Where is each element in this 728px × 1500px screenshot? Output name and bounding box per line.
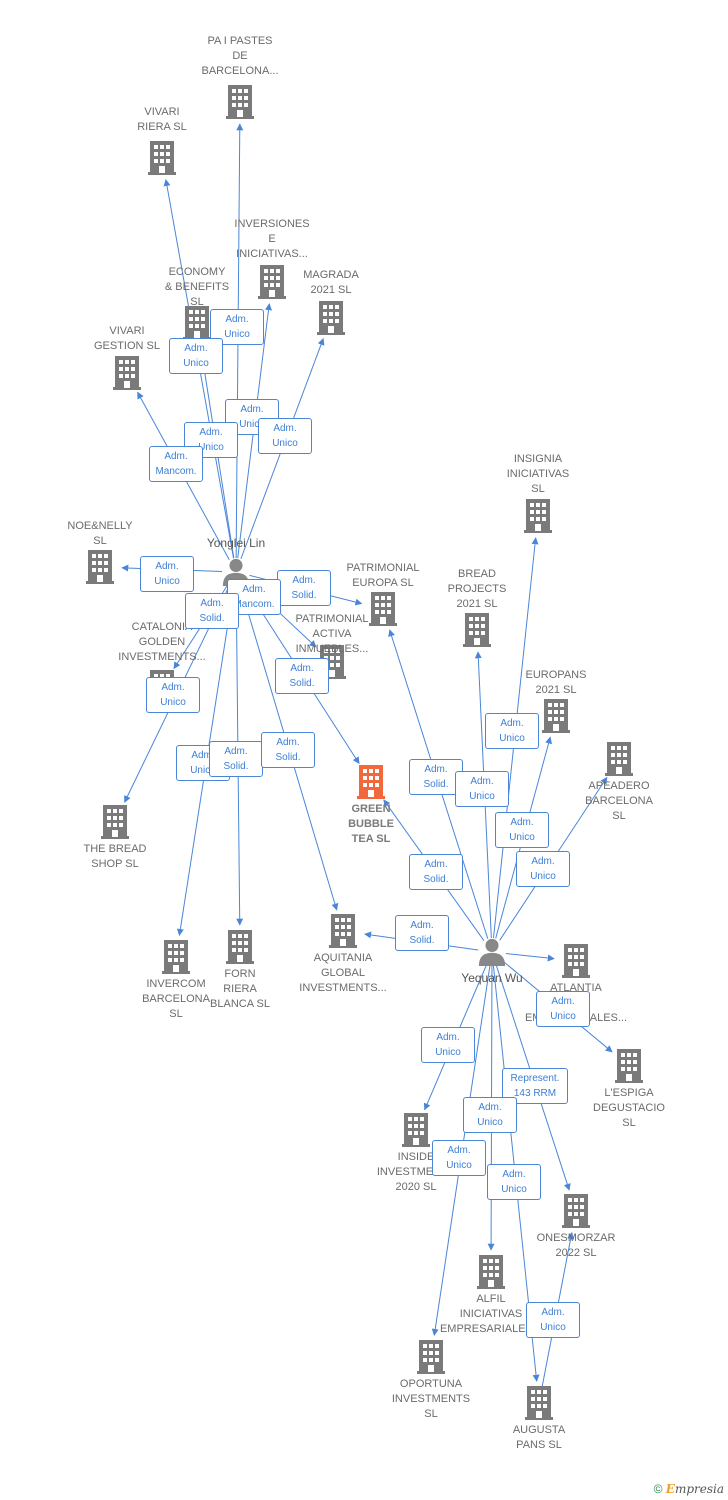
relation-label[interactable]: Adm. Solid. [275, 658, 329, 694]
relation-label[interactable]: Adm. Unico [536, 991, 590, 1027]
company-label-alfil[interactable]: ALFIL INICIATIVAS EMPRESARIALES... [439, 1293, 543, 1335]
company-label-insignia[interactable]: INSIGNIA INICIATIVAS SL [506, 453, 570, 495]
company-label-aquitania[interactable]: AQUITANIA GLOBAL INVESTMENTS... [299, 952, 387, 994]
company-label-patrimonial-activa[interactable]: PATRIMONIAL ACTIVA INMUEBLES... [295, 613, 369, 655]
company-label-oportuna[interactable]: OPORTUNA INVESTMENTS SL [391, 1378, 471, 1420]
person-label-yequan[interactable]: Yequan Wu [461, 971, 523, 985]
relation-label[interactable]: Adm. Unico [258, 418, 312, 454]
relation-label[interactable]: Adm. Solid. [185, 593, 239, 629]
building-icon[interactable] [402, 1113, 430, 1147]
relation-label[interactable]: Adm. Solid. [261, 732, 315, 768]
building-icon[interactable] [562, 944, 590, 978]
building-icon[interactable] [86, 550, 114, 584]
building-icon[interactable] [477, 1255, 505, 1289]
relation-label[interactable]: Adm. Solid. [409, 759, 463, 795]
brand-logo: Empresia [665, 1482, 724, 1496]
relation-label[interactable]: Adm. Unico [421, 1027, 475, 1063]
relation-label[interactable]: Adm. Mancom. [149, 446, 203, 482]
relation-label[interactable]: Adm. Solid. [277, 570, 331, 606]
relation-label[interactable]: Adm. Solid. [395, 915, 449, 951]
copyright-symbol: © [653, 1482, 663, 1496]
relation-label[interactable]: Adm. Unico [432, 1140, 486, 1176]
company-label-vivari-gestion[interactable]: VIVARI GESTION SL [93, 325, 161, 352]
person-label-yonglei[interactable]: Yonglei Lin [206, 536, 266, 550]
company-label-green[interactable]: GREEN BUBBLE TEA SL [348, 803, 394, 845]
company-label-invercom[interactable]: INVERCOM BARCELONA SL [142, 978, 210, 1020]
relation-label[interactable]: Adm. Unico [487, 1164, 541, 1200]
company-label-apeadero[interactable]: APEADERO BARCELONA SL [585, 780, 653, 822]
company-label-patrimonial-europa[interactable]: PATRIMONIAL EUROPA SL [346, 562, 420, 589]
relation-label[interactable]: Adm. Unico [516, 851, 570, 887]
building-icon[interactable] [525, 1386, 553, 1420]
company-label-bread-projects[interactable]: BREAD PROJECTS 2021 SL [447, 568, 507, 610]
building-icon[interactable] [562, 1194, 590, 1228]
relation-edge [505, 952, 555, 962]
company-label-magrada[interactable]: MAGRADA 2021 SL [303, 269, 359, 296]
relation-label[interactable]: Adm. Unico [526, 1302, 580, 1338]
building-icon[interactable] [101, 805, 129, 839]
building-icon[interactable] [226, 930, 254, 964]
building-icon[interactable] [329, 914, 357, 948]
company-label-augusta[interactable]: AUGUSTA PANS SL [512, 1424, 566, 1451]
building-icon[interactable] [463, 613, 491, 647]
company-label-catalonia[interactable]: CATALONIA GOLDEN INVESTMENTS... [118, 621, 206, 663]
company-label-inversiones[interactable]: INVERSIONES E INICIATIVAS... [234, 218, 310, 260]
building-icon[interactable] [542, 699, 570, 733]
building-icon[interactable] [417, 1340, 445, 1374]
relation-label[interactable]: Adm. Unico [495, 812, 549, 848]
building-icon[interactable] [524, 499, 552, 533]
footer-brand[interactable]: © Empresia [654, 1482, 724, 1496]
company-label-papastes[interactable]: PA I PASTES DE BARCELONA... [201, 35, 279, 77]
relation-label[interactable]: Adm. Unico [485, 713, 539, 749]
person-icon[interactable] [478, 938, 506, 966]
company-label-lespiga[interactable]: L'ESPIGA DEGUSTACIO SL [593, 1087, 665, 1129]
relation-label[interactable]: Adm. Unico [455, 771, 509, 807]
relation-label[interactable]: Adm. Unico [140, 556, 194, 592]
company-label-forn[interactable]: FORN RIERA BLANCA SL [210, 968, 270, 1010]
building-icon[interactable] [226, 85, 254, 119]
relation-label[interactable]: Represent. 143 RRM [502, 1068, 568, 1104]
relation-label[interactable]: Adm. Unico [463, 1097, 517, 1133]
company-label-noe[interactable]: NOE&NELLY SL [67, 520, 133, 547]
building-icon[interactable] [317, 301, 345, 335]
building-icon[interactable] [183, 306, 211, 340]
company-label-economy[interactable]: ECONOMY & BENEFITS SL [164, 266, 230, 308]
company-label-onesmorzar[interactable]: ONESMORZAR 2022 SL [536, 1232, 616, 1259]
building-icon[interactable] [605, 742, 633, 776]
building-icon[interactable] [615, 1049, 643, 1083]
relation-label[interactable]: Adm. Solid. [209, 741, 263, 777]
relation-label[interactable]: Adm. Unico [146, 677, 200, 713]
building-icon[interactable] [148, 141, 176, 175]
relation-label[interactable]: Adm. Unico [169, 338, 223, 374]
company-label-bread-shop[interactable]: THE BREAD SHOP SL [83, 843, 147, 870]
company-label-vivari-riera[interactable]: VIVARI RIERA SL [137, 106, 187, 133]
relation-label[interactable]: Adm. Solid. [409, 854, 463, 890]
building-icon[interactable] [113, 356, 141, 390]
building-icon[interactable] [357, 765, 385, 799]
company-label-europans[interactable]: EUROPANS 2021 SL [525, 669, 587, 696]
